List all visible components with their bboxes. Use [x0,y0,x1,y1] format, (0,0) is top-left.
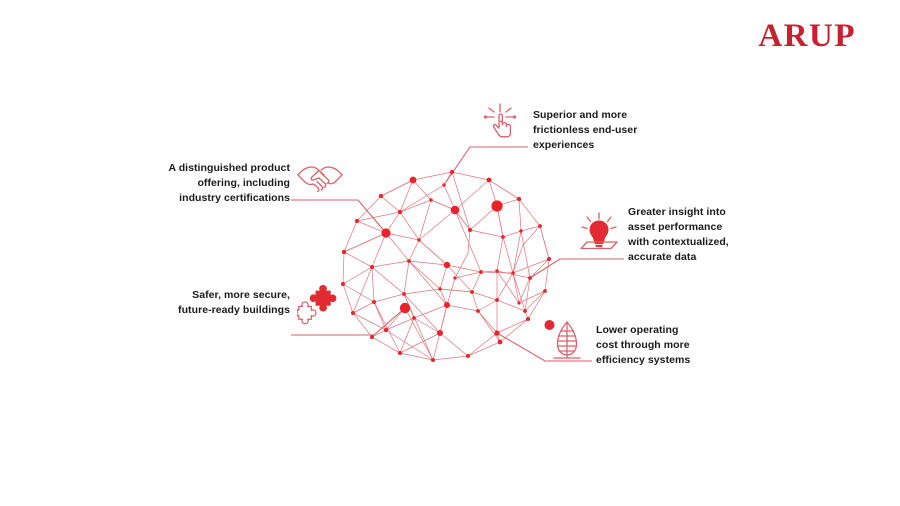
building-marker-dot [544,320,555,330]
puzzle-pieces-icon [297,282,343,326]
arup-logo: ARUP [758,18,856,54]
connector-secure-buildings [291,307,406,336]
sphere-nodes [341,170,551,362]
puzzle-piece-solid [309,285,337,312]
callout-end-user-experiences: Superior and more frictionless end-user … [533,109,638,151]
handshake-icon [295,159,345,199]
connector-product-offering [291,199,387,234]
connector-operating-cost [496,332,592,362]
puzzle-piece-outline [297,301,317,325]
lightbulb-idea-icon [578,212,620,258]
tap-hand-icon [478,101,522,145]
callout-asset-insight: Greater insight into asset performance w… [628,206,729,263]
sustainable-building-icon [541,317,585,363]
callout-operating-cost: Lower operating cost through more effici… [596,324,691,366]
callout-product-offering: A distinguished product offering, includ… [168,162,290,204]
connector-asset-insight [529,258,624,279]
callout-secure-buildings: Safer, more secure, future-ready buildin… [178,289,290,316]
